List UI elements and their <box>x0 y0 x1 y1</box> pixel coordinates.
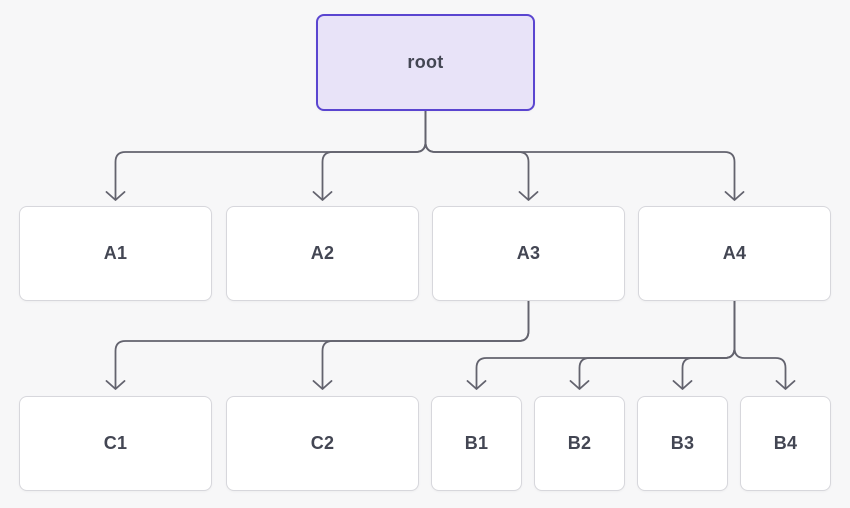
node-B1[interactable]: B1 <box>431 396 522 491</box>
edge-A4-B3 <box>672 301 736 390</box>
node-C2[interactable]: C2 <box>226 396 419 491</box>
edge-A3-C2 <box>312 301 530 390</box>
node-root[interactable]: root <box>316 14 535 111</box>
edge-A4-B4 <box>733 301 796 390</box>
node-B1-label: B1 <box>464 433 489 453</box>
node-A2[interactable]: A2 <box>226 206 419 301</box>
node-A3-label: A3 <box>516 243 541 263</box>
edge-root-A4 <box>424 111 745 201</box>
edge-A4-B1 <box>466 301 736 390</box>
edge-root-A1 <box>105 111 427 201</box>
node-A4[interactable]: A4 <box>638 206 831 301</box>
node-B4[interactable]: B4 <box>740 396 831 491</box>
edge-root-A2 <box>312 111 427 201</box>
edge-A4-B2 <box>569 301 736 390</box>
edge-root-A3 <box>424 111 539 201</box>
node-C1[interactable]: C1 <box>19 396 212 491</box>
node-B3-label: B3 <box>670 433 695 453</box>
node-B2[interactable]: B2 <box>534 396 625 491</box>
node-A1[interactable]: A1 <box>19 206 212 301</box>
node-A3[interactable]: A3 <box>432 206 625 301</box>
node-B3[interactable]: B3 <box>637 396 728 491</box>
node-A4-label: A4 <box>722 243 747 263</box>
node-A1-label: A1 <box>103 243 128 263</box>
node-C1-label: C1 <box>103 433 128 453</box>
node-root-label: root <box>407 52 444 72</box>
node-C2-label: C2 <box>310 433 335 453</box>
node-A2-label: A2 <box>310 243 335 263</box>
node-B2-label: B2 <box>567 433 592 453</box>
edge-A3-C1 <box>105 301 530 390</box>
node-B4-label: B4 <box>773 433 798 453</box>
